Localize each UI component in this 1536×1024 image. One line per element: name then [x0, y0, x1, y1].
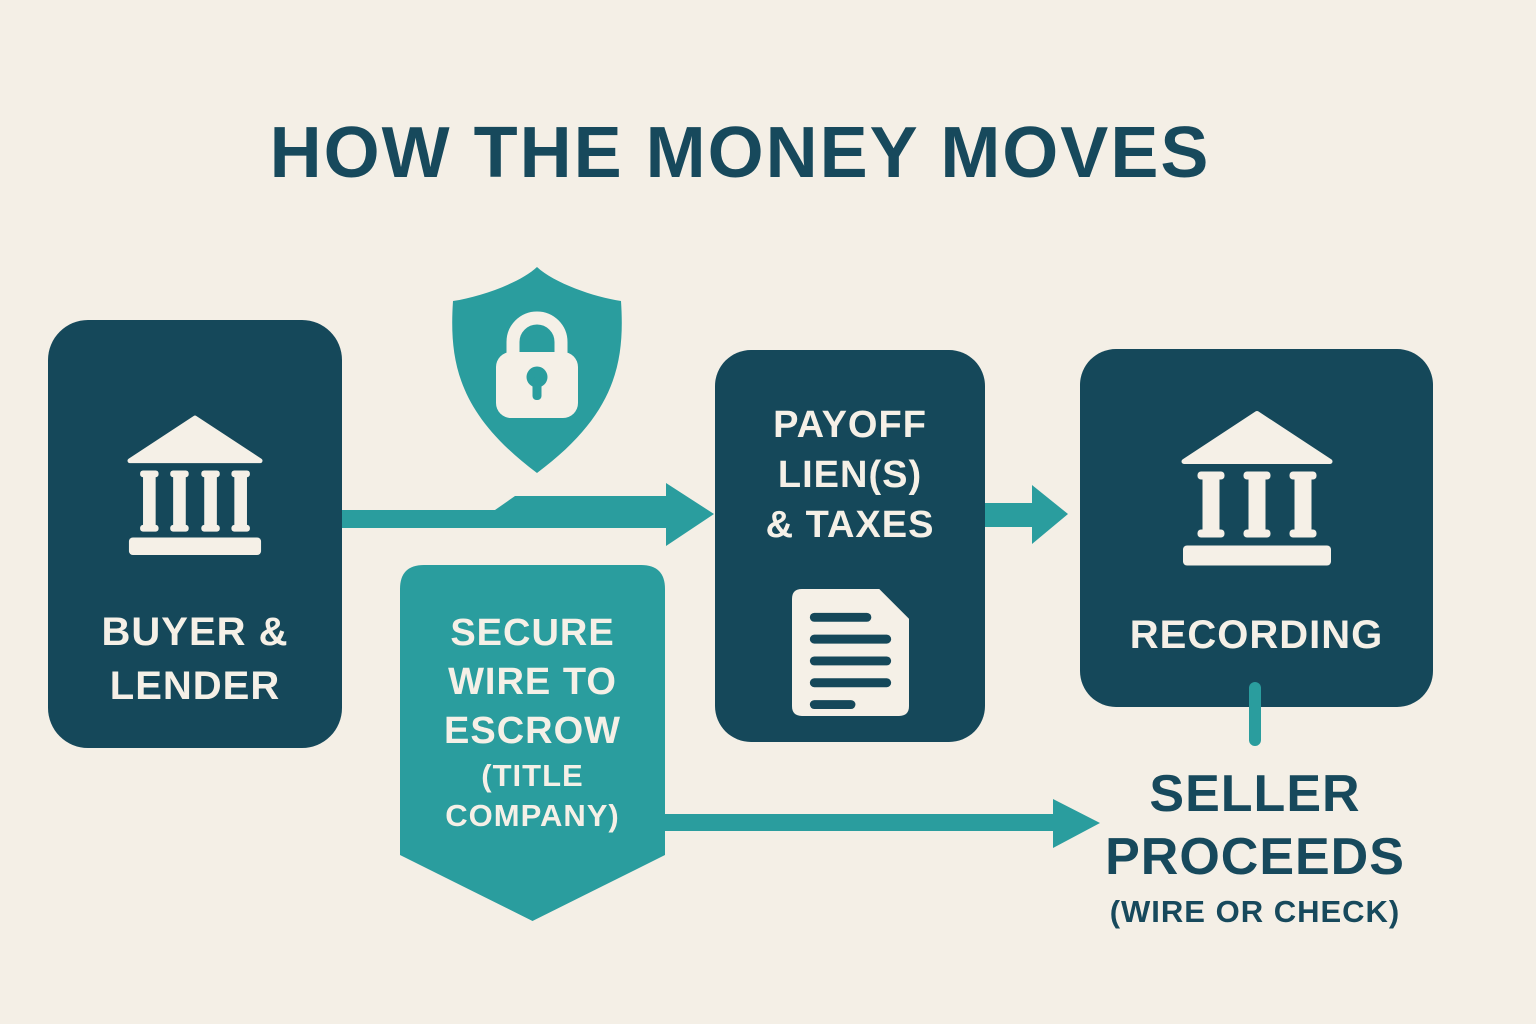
buyer-to-payoff-arrow	[342, 483, 714, 546]
node-label-recording: RECORDING	[1129, 613, 1384, 657]
node-label-payoff: PAYOFF LIEN(S) & TAXES	[765, 404, 935, 546]
escrow-to-seller-arrow	[660, 799, 1100, 848]
page-title: HOW THE MONEY MOVES	[269, 113, 1211, 193]
node-buyer-lender: BUYER & LENDER	[48, 320, 342, 748]
bank-icon	[1181, 411, 1332, 566]
node-recording: RECORDING	[1080, 349, 1433, 707]
document-icon	[791, 589, 909, 716]
node-label-buyer-lender: BUYER & LENDER	[101, 610, 289, 708]
payoff-to-recording-arrow	[985, 485, 1068, 544]
escrow-ribbon-shape	[400, 565, 665, 921]
node-secure-wire-escrow: SECURE WIRE TO ESCROW (TITLE COMPANY)	[444, 612, 621, 833]
node-seller-proceeds: SELLER PROCEEDS (WIRE OR CHECK)	[1105, 765, 1405, 929]
bank-icon	[127, 415, 263, 555]
node-payoff-liens-taxes: PAYOFF LIEN(S) & TAXES	[715, 350, 985, 742]
shield-lock-icon	[452, 267, 622, 473]
